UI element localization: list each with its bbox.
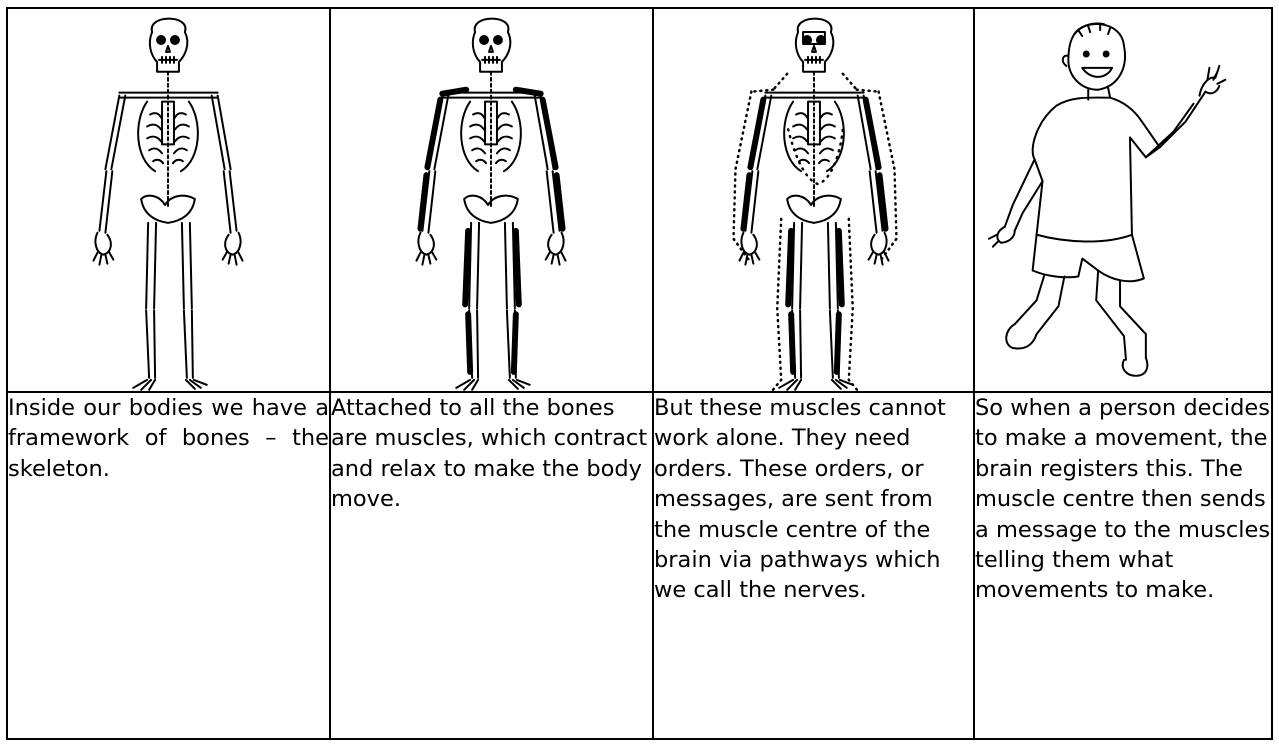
boy-walking-illustration xyxy=(975,9,1271,391)
panel-4-caption-cell: So when a person decides to make a movem… xyxy=(974,392,1272,739)
caption-row: Inside our bodies we have a framework of… xyxy=(7,392,1272,739)
nervous-system-illustration xyxy=(654,9,973,391)
panel-3-caption-cell: But these muscles cannot work alone. The… xyxy=(653,392,974,739)
skeleton-with-muscles-illustration xyxy=(331,9,652,391)
panel-1-caption: Inside our bodies we have a framework of… xyxy=(8,393,329,484)
panel-4-caption: So when a person decides to make a movem… xyxy=(975,393,1271,606)
panel-3-image-cell xyxy=(653,8,974,392)
panel-2-caption: Attached to all the bones are muscles, w… xyxy=(331,393,652,515)
panel-2-caption-cell: Attached to all the bones are muscles, w… xyxy=(330,392,653,739)
panel-1-caption-cell: Inside our bodies we have a framework of… xyxy=(7,392,330,739)
illustration-table: Inside our bodies we have a framework of… xyxy=(6,7,1273,740)
panel-3-caption: But these muscles cannot work alone. The… xyxy=(654,393,973,606)
panel-4-image-cell xyxy=(974,8,1272,392)
panel-2-image-cell xyxy=(330,8,653,392)
skeleton-illustration xyxy=(8,9,329,391)
panel-1-image-cell xyxy=(7,8,330,392)
image-row xyxy=(7,8,1272,392)
